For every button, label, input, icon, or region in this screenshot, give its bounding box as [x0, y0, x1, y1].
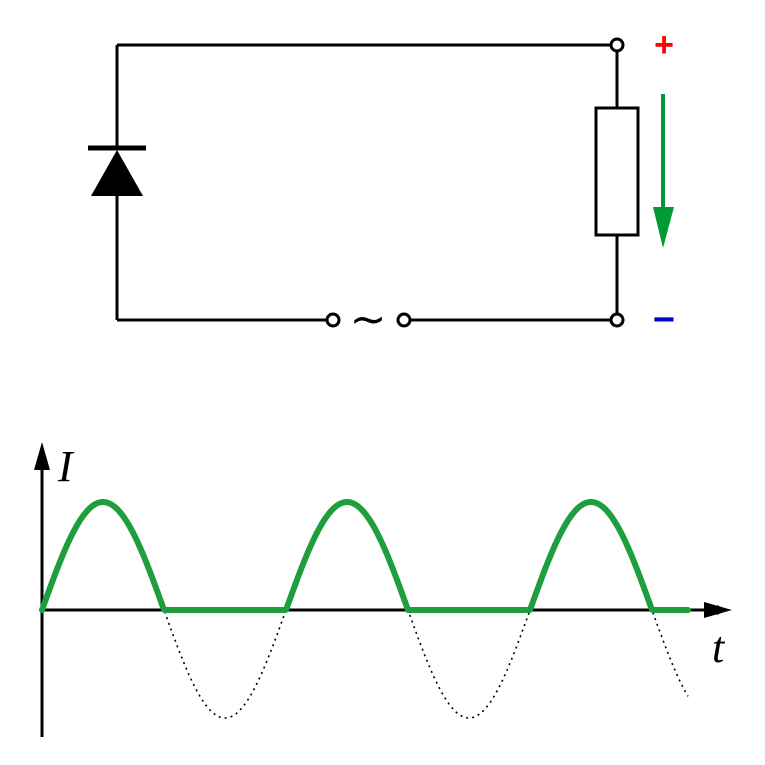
- terminal-icon: [609, 37, 625, 53]
- current-axis-arrowhead-icon: [34, 442, 50, 470]
- wires: [115, 43, 619, 322]
- current-direction-arrow-icon: [653, 94, 674, 248]
- circuit-diagram: ~ + −: [88, 26, 675, 345]
- ac-source-symbol: ~: [350, 294, 387, 345]
- terminal-icon: [609, 312, 625, 328]
- ac-source-icon: ~: [325, 294, 412, 345]
- y-axis-label: I: [57, 442, 75, 491]
- output-plus-label: +: [654, 26, 674, 64]
- output-minus-label: −: [653, 299, 675, 341]
- time-axis-arrowhead-icon: [704, 602, 732, 618]
- rectified-current-curve: [39, 499, 691, 613]
- diode-icon: [88, 145, 146, 196]
- waveform-graph: I t: [34, 442, 732, 737]
- x-axis-label: t: [712, 623, 726, 672]
- resistor-icon: [594, 106, 640, 237]
